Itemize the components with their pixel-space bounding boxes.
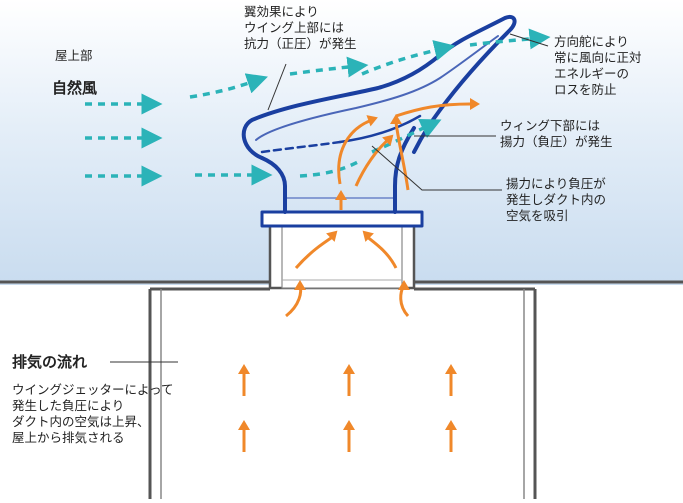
air-arrow-curve (337, 115, 378, 185)
wing-lower-label: ウィング下部には 揚力（負圧）が発生 (500, 118, 613, 150)
wing-effect-line: ウイング上部には (244, 20, 345, 35)
wing-lower-line: ウィング下部には (500, 118, 601, 133)
air-arrow-up (445, 420, 457, 452)
exhaust-flow-title: 排気の流れ (12, 353, 88, 371)
natural-wind-label: 自然風 (52, 79, 98, 97)
building-interior (0, 285, 683, 499)
wing-effect-label: 翼効果により ウイング上部には 抗力（正圧）が発生 (244, 4, 357, 52)
roof-label: 屋上部 (55, 48, 93, 63)
room-walls (148, 289, 537, 499)
air-arrow-up (343, 420, 355, 452)
lift-suction-line: 発生しダクト内の (506, 192, 607, 207)
air-arrow-up (238, 420, 250, 452)
air-arrow-curve (395, 98, 480, 118)
wing-effect-line: 抗力（正圧）が発生 (244, 36, 357, 51)
lift-suction-line: 空気を吸引 (506, 208, 569, 223)
rudder-line: 方向舵により (554, 34, 629, 49)
leader-lines (110, 33, 549, 363)
rudder-label: 方向舵により 常に風向に正対 エネルギーの ロスを防止 (554, 34, 642, 98)
air-arrow-up (445, 364, 457, 396)
lift-suction-label: 揚力により負圧が 発生しダクト内の 空気を吸引 (506, 176, 606, 224)
exhaust-flow-description: ウイングジェッターによって 発生した負圧により ダクト内の空気は上昇、 屋上から… (12, 382, 174, 446)
air-arrow-up (335, 190, 347, 210)
exhaust-line: 発生した負圧により (12, 398, 125, 413)
air-arrow-up (343, 364, 355, 396)
exhaust-line: 屋上から排気される (12, 430, 125, 445)
duct-collar (268, 224, 416, 290)
roof-slab (0, 280, 683, 291)
air-arrow-up (238, 364, 250, 396)
rudder-line: エネルギーの (554, 66, 630, 81)
rudder-line: ロスを防止 (554, 82, 617, 97)
wing-effect-line: 翼効果により (244, 4, 319, 19)
air-arrow-curve (390, 114, 410, 191)
air-arrow-curve (285, 280, 306, 318)
exhaust-line: ダクト内の空気は上昇、 (12, 414, 150, 429)
wing-lower-line: 揚力（負圧）が発生 (500, 134, 613, 149)
air-arrow-curve (398, 280, 410, 318)
rudder-line: 常に風向に正対 (554, 50, 642, 65)
air-arrow-curve (294, 230, 338, 269)
exhaust-line: ウイングジェッターによって (12, 382, 174, 397)
lift-suction-line: 揚力により負圧が (506, 176, 606, 191)
air-flow-arrows (238, 98, 480, 452)
air-arrow-curve (354, 134, 394, 187)
air-arrow-curve (362, 230, 398, 269)
